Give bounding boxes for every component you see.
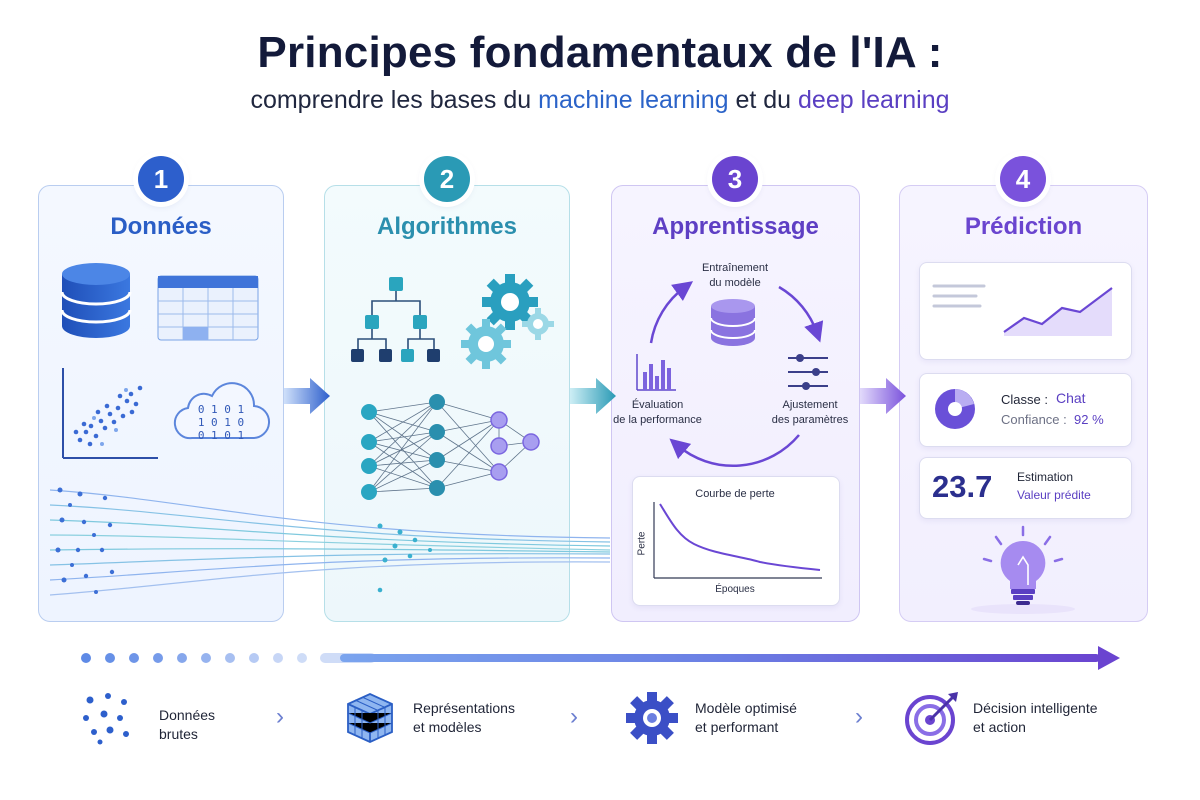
class-label: Classe : (1001, 392, 1048, 407)
subtitle-text-2: et du (728, 86, 799, 114)
loss-curve-title: Courbe de perte (695, 488, 775, 500)
page-subtitle: comprendre les bases du machine learning… (0, 86, 1200, 115)
subtitle-highlight-ml: machine learning (538, 86, 729, 114)
step-badge-1: 1 (138, 156, 184, 202)
cycle-right-line-2: des paramètres (771, 414, 849, 426)
step-badge-2: 2 (424, 156, 470, 202)
confidence-label: Confiance : (1001, 412, 1067, 427)
chevron-right-icon: › (570, 703, 578, 730)
decision-tree-icon (351, 277, 440, 362)
estimate-sublabel: Valeur prédite (1017, 488, 1091, 502)
evaluation-chart-icon (636, 354, 676, 391)
cube-grid-icon (347, 693, 393, 743)
flow-label-4-line-1: Décision intelligente (973, 700, 1098, 716)
binary-line-2: 1 0 1 0 (197, 416, 245, 429)
class-value: Chat (1056, 390, 1086, 406)
page-title: Principes fondamentaux de l'IA : (257, 28, 943, 77)
card-title-prediction: Prédiction (964, 213, 1083, 240)
cycle-database-icon (710, 299, 756, 346)
card-title-algorithmes: Algorithmes (376, 213, 517, 240)
flow-label-1-line-1: Données (159, 707, 216, 723)
arrow-3-to-4 (860, 378, 906, 414)
card-title-donnees: Données (110, 213, 212, 240)
confidence-value: 92 % (1074, 412, 1104, 427)
dots-icon (83, 693, 129, 745)
cloud-icon (173, 382, 270, 440)
flow-label-3-line-2: et performant (695, 719, 779, 735)
loss-curve-chart (653, 502, 822, 579)
flow-label-3-line-1: Modèle optimisé (695, 700, 797, 716)
card-title-apprentissage: Apprentissage (652, 213, 819, 240)
estimate-value: 23.7 (932, 469, 993, 504)
flow-label-2-line-2: et modèles (413, 719, 482, 735)
learning-cycle-arrows (649, 281, 824, 468)
flow-label-2-line-1: Représentations (413, 700, 515, 716)
cycle-top-line-2: du modèle (709, 277, 761, 289)
gears-icon (461, 274, 554, 369)
pie-chart-icon (935, 389, 975, 429)
database-icon (60, 263, 132, 338)
progress-timeline (81, 646, 1120, 670)
data-stream-lines (49, 487, 611, 596)
flow-label-4-line-2: et action (973, 719, 1026, 735)
loss-curve-panel (632, 476, 840, 606)
loss-xlabel: Époques (715, 584, 755, 595)
estimate-label: Estimation (1017, 470, 1074, 484)
neural-network-icon (361, 394, 540, 500)
table-icon (157, 275, 259, 341)
target-icon (905, 692, 958, 745)
trend-chart-icon (932, 284, 1113, 336)
estimation-panel (919, 457, 1132, 519)
arrow-2-to-3 (570, 378, 616, 414)
binary-line-3: 0 1 0 1 (197, 429, 245, 442)
binary-line-1: 0 1 0 1 (197, 403, 245, 416)
cycle-left-line-1: Évaluation (631, 399, 684, 411)
cycle-left-line-2: de la performance (613, 414, 702, 426)
chevron-right-icon: › (855, 703, 863, 730)
scatter-plot-icon (62, 368, 158, 459)
loss-ylabel: Perte (636, 531, 648, 556)
arrow-1-to-2 (284, 378, 330, 414)
step-badge-3: 3 (712, 156, 758, 202)
sliders-icon (788, 354, 828, 390)
gear-icon (626, 692, 678, 744)
lightbulb-icon (971, 525, 1075, 614)
chevron-right-icon: › (276, 703, 284, 730)
cycle-top-line-1: Entraînement (701, 262, 769, 274)
subtitle-highlight-dl: deep learning (798, 86, 950, 114)
flow-label-1-line-2: brutes (159, 726, 198, 742)
subtitle-text-1: comprendre les bases du (250, 86, 539, 114)
step-badge-4: 4 (1000, 156, 1046, 202)
cycle-right-line-1: Ajustement (782, 399, 838, 411)
